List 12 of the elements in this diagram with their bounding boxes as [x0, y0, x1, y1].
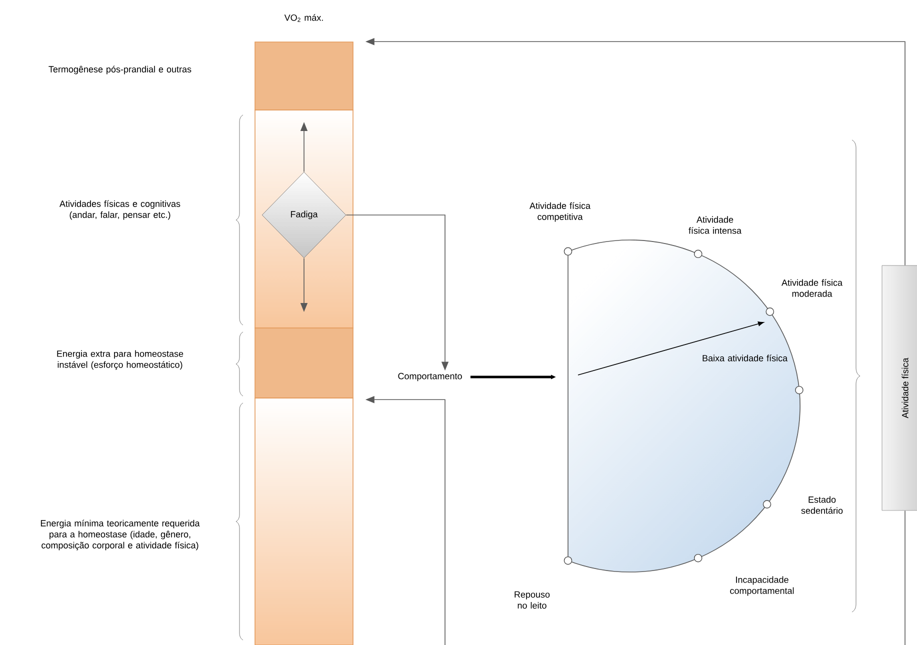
side-label: Energia extra para homeostase instável (esforço homeostático) [57, 350, 184, 370]
point-label: Atividade física competitiva [530, 202, 591, 222]
side-label: Termogênese pós-prandial e outras [48, 66, 192, 74]
heading: VO$_{2}$ máx. [284, 14, 323, 22]
bar-segment [254, 42, 354, 110]
side-box: Atividade física [882, 265, 917, 511]
point-label: Repouso no leito [514, 591, 550, 609]
point-label: Baixa atividade física [702, 354, 788, 362]
process-label: Comportamento [398, 372, 462, 382]
side-label: Atividades físicas e cognitivas (andar, falar, pensar etc.) [60, 200, 180, 220]
point-label: Atividade física moderada [782, 279, 843, 297]
side-label: Energia mínima teoricamente requerida para a homeostase (idade, gênero, composição corporal e atividade física) [40, 520, 200, 550]
